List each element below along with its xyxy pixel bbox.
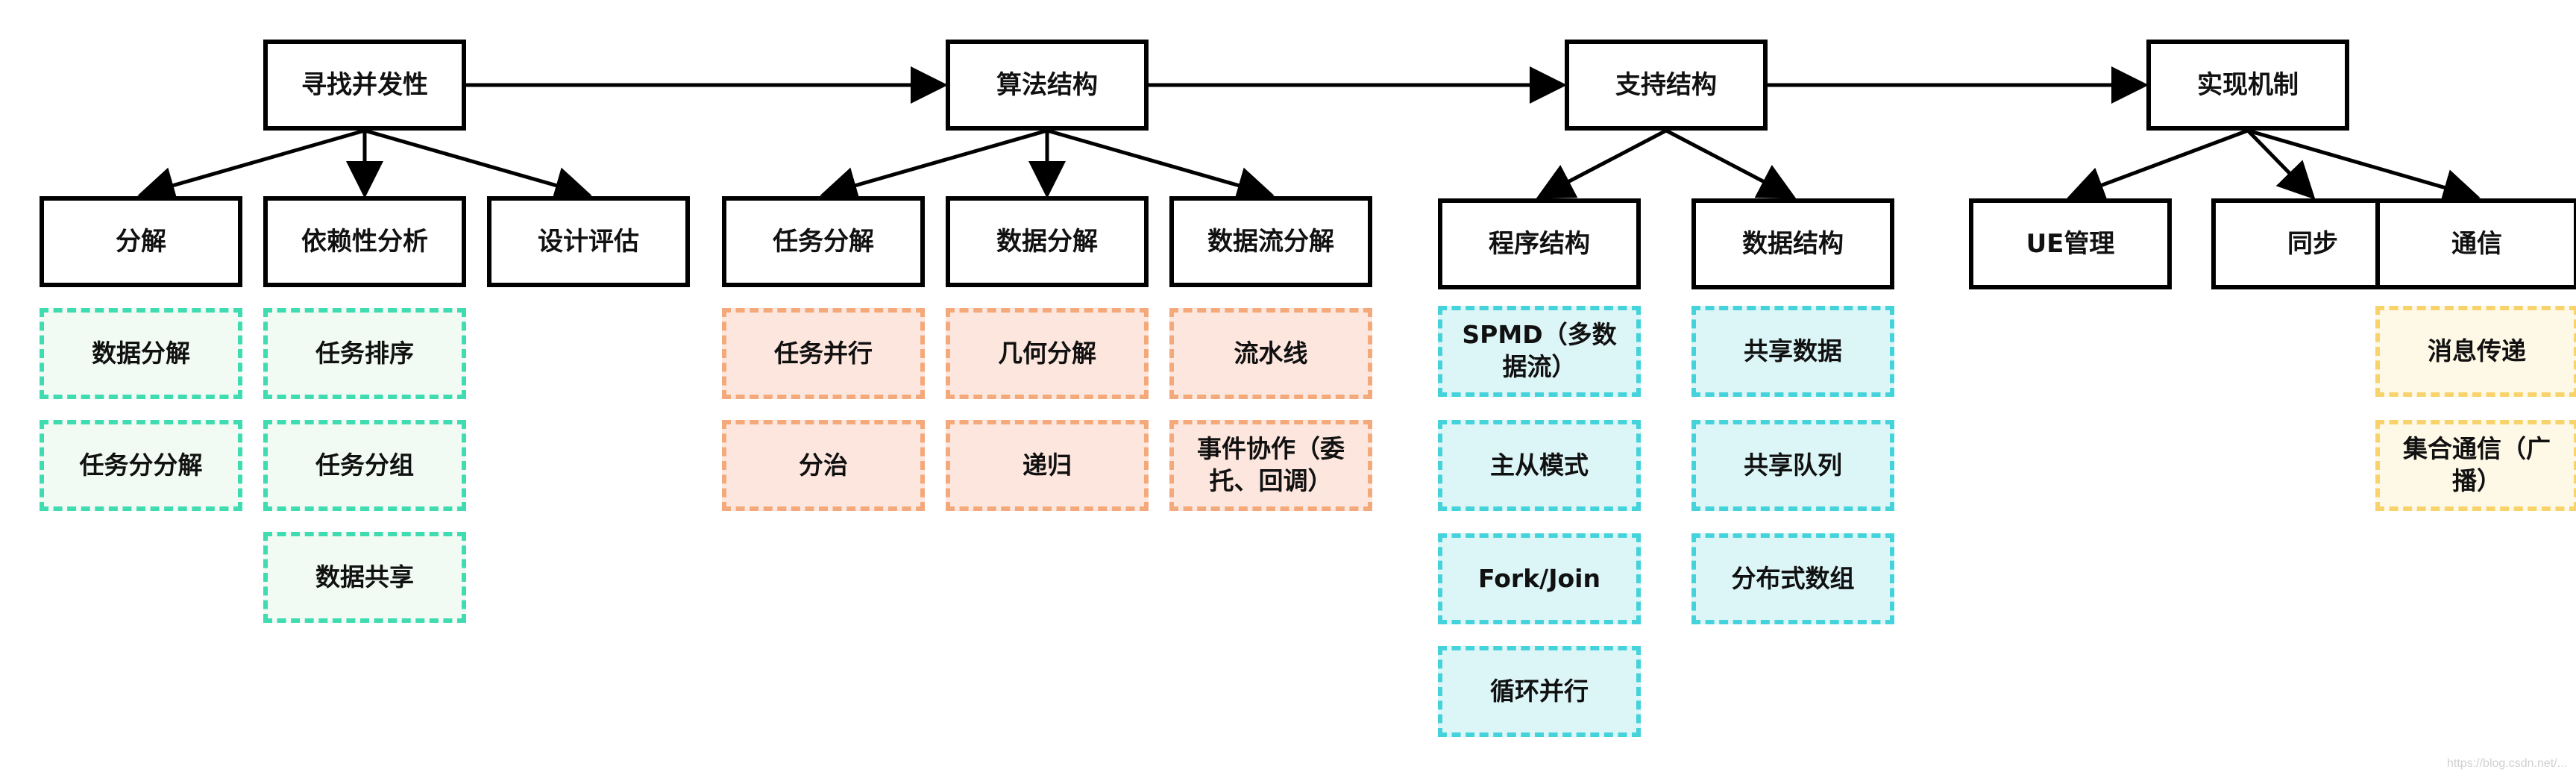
item-c7-4: 循环并行 (1438, 646, 1641, 737)
item-c1-1-label: 数据分解 (92, 338, 190, 368)
item-c8-3: 分布式数组 (1691, 533, 1894, 624)
item-c5-1-label: 几何分解 (998, 338, 1096, 368)
category-c5-label: 数据分解 (996, 226, 1098, 257)
item-c6-1: 流水线 (1169, 308, 1372, 399)
item-c7-2-label: 主从模式 (1490, 450, 1589, 480)
item-c6-2-label: 事件协作（委托、回调） (1197, 434, 1345, 495)
arrow-p1-to-c1 (137, 128, 365, 204)
category-c7: 程序结构 (1438, 198, 1641, 289)
item-c7-1-label: SPMD（多数据流） (1462, 320, 1617, 381)
item-c2-3: 数据共享 (263, 532, 466, 623)
category-c3-label: 设计评估 (538, 226, 639, 257)
item-c8-3-label: 分布式数组 (1731, 563, 1855, 593)
item-c1-1: 数据分解 (40, 308, 242, 399)
item-c11-1: 消息传递 (2375, 306, 2576, 397)
item-c8-1-label: 共享数据 (1744, 336, 1842, 365)
arrow-p3-to-c7 (1536, 128, 1668, 199)
item-c5-1: 几何分解 (946, 308, 1149, 399)
item-c2-2: 任务分组 (263, 420, 466, 511)
category-c1-label: 分解 (116, 226, 166, 257)
phase-4: 实现机制 (2146, 40, 2349, 131)
category-c5: 数据分解 (946, 196, 1149, 287)
category-c2-label: 依赖性分析 (301, 226, 428, 257)
phase-3-label: 支持结构 (1615, 69, 1717, 100)
watermark: https://blog.csdn.net/... (2447, 757, 2567, 770)
arrow-p2-to-c6 (1046, 128, 1275, 204)
item-c8-2-label: 共享队列 (1744, 450, 1842, 480)
category-c10-label: 同步 (2287, 228, 2338, 259)
phase-1: 寻找并发性 (263, 40, 466, 131)
item-c4-2-label: 分治 (799, 450, 848, 480)
phase-2: 算法结构 (946, 40, 1149, 131)
phase-4-label: 实现机制 (2197, 69, 2299, 100)
item-c4-1: 任务并行 (722, 308, 925, 399)
item-c7-4-label: 循环并行 (1490, 676, 1589, 706)
item-c2-1-label: 任务排序 (315, 338, 414, 368)
category-c8-label: 数据结构 (1742, 228, 1844, 259)
item-c2-3-label: 数据共享 (315, 562, 414, 592)
item-c11-1-label: 消息传递 (2428, 336, 2526, 365)
item-c7-3: Fork/Join (1438, 533, 1641, 624)
category-c3: 设计评估 (487, 196, 690, 287)
arrow-p4-to-c10 (2246, 129, 2316, 200)
arrow-p3-to-c8 (1665, 128, 1797, 199)
item-c7-1: SPMD（多数据流） (1438, 306, 1641, 397)
category-c1: 分解 (40, 196, 242, 287)
category-c11: 通信 (2375, 198, 2576, 289)
category-c9-label: UE管理 (2026, 228, 2115, 259)
item-c6-1-label: 流水线 (1234, 338, 1308, 368)
category-c4: 任务分解 (722, 196, 925, 287)
item-c6-2: 事件协作（委托、回调） (1169, 420, 1372, 511)
item-c5-2-label: 递归 (1022, 450, 1072, 480)
category-c8: 数据结构 (1691, 198, 1894, 289)
item-c2-2-label: 任务分组 (315, 450, 414, 480)
arrow-p4-to-c11 (2247, 128, 2481, 206)
phase-3: 支持结构 (1565, 40, 1768, 131)
item-c4-1-label: 任务并行 (774, 338, 873, 368)
phase-2-label: 算法结构 (996, 69, 1098, 100)
category-c9: UE管理 (1969, 198, 2172, 289)
category-c4-label: 任务分解 (773, 226, 874, 257)
item-c1-2-label: 任务分分解 (79, 450, 203, 480)
category-c2: 依赖性分析 (263, 196, 466, 287)
item-c5-2: 递归 (946, 420, 1149, 511)
item-c8-2: 共享队列 (1691, 420, 1894, 511)
category-c11-label: 通信 (2451, 228, 2502, 259)
item-c2-1: 任务排序 (263, 308, 466, 399)
category-c6: 数据流分解 (1169, 196, 1372, 287)
item-c1-2: 任务分分解 (40, 420, 242, 511)
arrow-p1-to-c3 (364, 128, 592, 204)
arrow-p4-to-c9 (2067, 128, 2249, 203)
phase-1-label: 寻找并发性 (301, 69, 428, 100)
arrow-p2-to-c4 (820, 128, 1048, 204)
item-c7-2: 主从模式 (1438, 420, 1641, 511)
item-c11-2: 集合通信（广播） (2375, 420, 2576, 511)
item-c8-1: 共享数据 (1691, 306, 1894, 397)
item-c4-2: 分治 (722, 420, 925, 511)
item-c11-2-label: 集合通信（广播） (2403, 434, 2551, 495)
category-c6-label: 数据流分解 (1207, 226, 1334, 257)
item-c7-3-label: Fork/Join (1478, 563, 1600, 593)
category-c7-label: 程序结构 (1489, 228, 1590, 259)
